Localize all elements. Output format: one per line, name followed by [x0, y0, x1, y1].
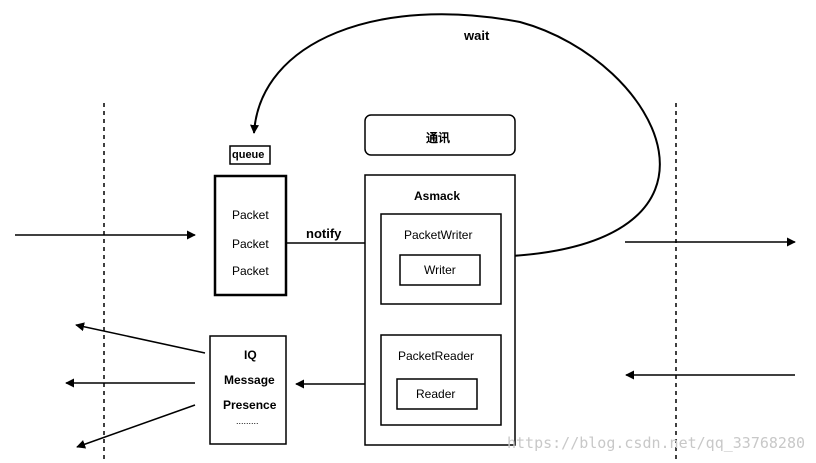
reader-box: [396, 378, 478, 410]
reader-label: Reader: [416, 387, 456, 401]
notify-label: notify: [306, 226, 342, 241]
watermark-text: https://blog.csdn.net/qq_33768280: [506, 434, 805, 452]
presence-label: Presence: [223, 398, 277, 412]
packet-reader-label: PacketReader: [398, 349, 475, 363]
iq-label: IQ: [244, 348, 257, 362]
writer-label: Writer: [424, 263, 456, 277]
ellipsis-label: .........: [236, 416, 259, 426]
wait-label: wait: [464, 28, 490, 43]
writer-box: [399, 254, 481, 286]
wait-loop-arrow: [250, 13, 661, 258]
packet-label: Packet: [232, 237, 269, 251]
message-label: Message: [224, 373, 275, 387]
packet-queue-box: [213, 174, 288, 297]
queue-label: queue: [232, 149, 265, 161]
comm-box: [364, 114, 516, 156]
packet-types-box: [209, 335, 287, 445]
packet-label: Packet: [232, 264, 269, 278]
queue-label-box: [229, 145, 271, 165]
fan-arrow-bottom: [76, 404, 196, 449]
fan-arrow-top: [75, 322, 206, 354]
asmack-label: Asmack: [414, 189, 461, 203]
packet-writer-label: PacketWriter: [404, 228, 473, 242]
packet-label: Packet: [232, 208, 269, 222]
comm-label: 通讯: [426, 131, 451, 145]
